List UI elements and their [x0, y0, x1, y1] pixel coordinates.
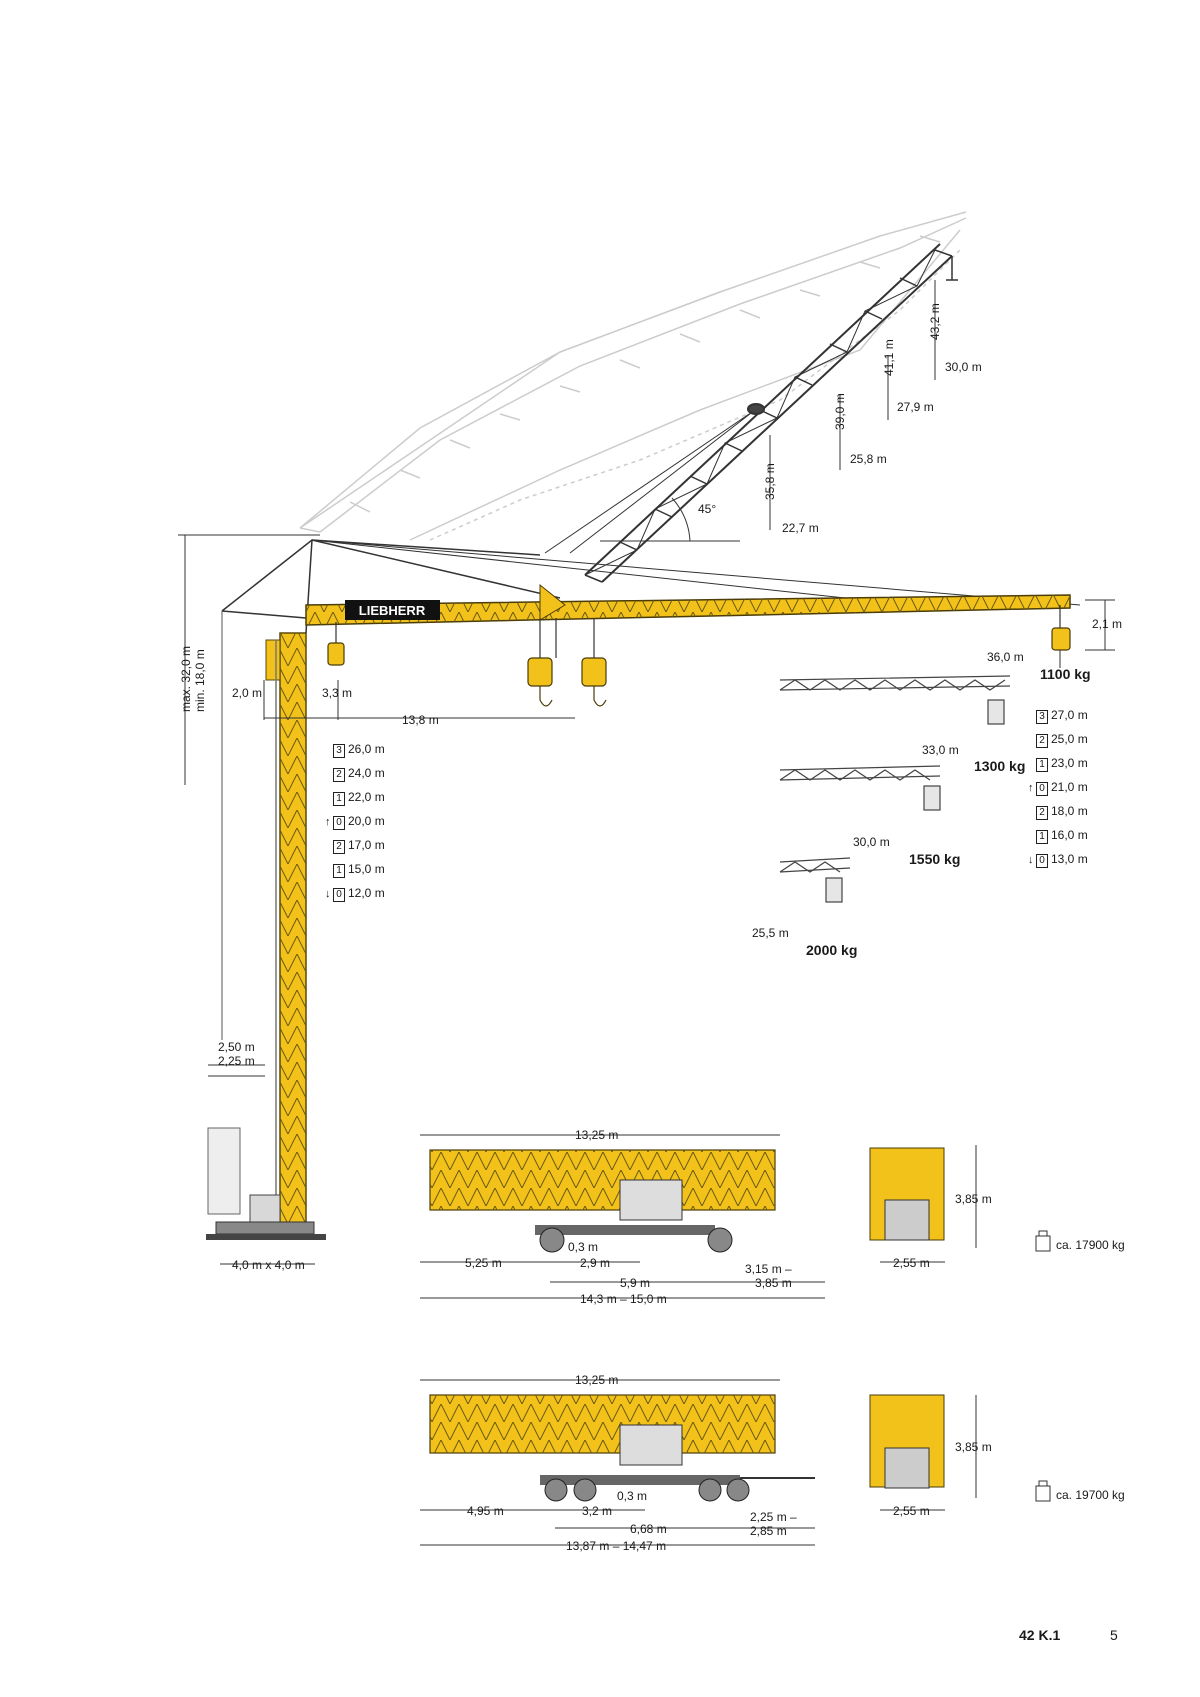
- t1-height: 3,85 m: [955, 1192, 992, 1206]
- t2-axle: 3,2 m: [582, 1504, 613, 1518]
- jib-radius-1: 36,0 m: [987, 650, 1024, 664]
- transport-dims-1: [420, 1134, 977, 1299]
- page-number: 5: [1110, 1627, 1118, 1643]
- angle-label: 45°: [698, 502, 717, 516]
- t2-total: 13,87 m – 14,47 m: [566, 1539, 667, 1553]
- jib-radius-3: 30,0 m: [853, 835, 890, 849]
- brand-plate: [345, 600, 440, 620]
- t2-wheelbase: 6,68 m: [630, 1522, 667, 1536]
- t1-axle: 2,9 m: [580, 1256, 611, 1270]
- jib-radius-4: 25,5 m: [752, 926, 789, 940]
- transport-dims-2: [420, 1379, 977, 1546]
- t1-weight: ca. 17900 kg: [1056, 1238, 1125, 1252]
- jib-load-2: 1300 kg: [974, 758, 1026, 774]
- base-size-label: 4,0 m x 4,0 m: [232, 1258, 305, 1272]
- height-min-label: min. 18,0 m: [193, 649, 207, 712]
- counter-jib: [221, 539, 1081, 1040]
- mid-hook-label: 13,8 m: [402, 713, 439, 727]
- dimension-lines: [178, 280, 1115, 1265]
- t1-wheelbase: 5,9 m: [620, 1276, 651, 1290]
- t2-offset: 0,3 m: [617, 1489, 648, 1503]
- crane-base: [206, 1127, 326, 1240]
- weight-icon: [1035, 1230, 1051, 1502]
- model-name: 42 K.1: [1019, 1627, 1061, 1643]
- t2-length: 13,25 m: [575, 1373, 619, 1387]
- t1-total: 14,3 m – 15,0 m: [580, 1292, 667, 1306]
- jib-load-1: 1100 kg: [1040, 666, 1091, 682]
- t1-offset: 0,3 m: [568, 1240, 599, 1254]
- counter-jib-label: 2,0 m: [232, 686, 263, 700]
- luff-height-2: 39,0 m: [833, 393, 847, 430]
- luffed-jib-45: [544, 243, 958, 583]
- luff-radius-2: 25,8 m: [850, 452, 887, 466]
- height-max-label: max. 32,0 m: [179, 645, 193, 712]
- t1-length: 13,25 m: [575, 1128, 619, 1142]
- t1-drawbar: 3,15 m – 3,85 m: [745, 1262, 792, 1290]
- luff-radius-1: 22,7 m: [782, 521, 819, 535]
- t2-weight: ca. 19700 kg: [1056, 1488, 1125, 1502]
- transport-vehicle-1: [429, 1147, 945, 1253]
- base-250-label: 2,50 m: [218, 1040, 255, 1054]
- brand-text: LIEBHERR: [359, 603, 426, 618]
- jib-configs: [779, 675, 1011, 903]
- ghost-jib: [299, 211, 967, 541]
- t2-rear: 4,95 m: [467, 1504, 504, 1518]
- luff-height-4: 43,2 m: [928, 303, 942, 340]
- base-225-label: 2,25 m: [218, 1054, 255, 1068]
- t1-width: 2,55 m: [893, 1256, 930, 1270]
- tower: [265, 632, 307, 1230]
- near-hook-label: 3,3 m: [322, 686, 353, 700]
- jib-load-4: 2000 kg: [806, 942, 858, 958]
- luff-radius-4: 30,0 m: [945, 360, 982, 374]
- luff-height-3: 41,1 m: [882, 339, 896, 376]
- hooks: [327, 605, 1071, 707]
- t2-height: 3,85 m: [955, 1440, 992, 1454]
- tip-offset-label: 2,1 m: [1092, 617, 1123, 631]
- jib-load-3: 1550 kg: [909, 851, 961, 867]
- t2-drawbar: 2,25 m – 2,85 m: [750, 1510, 797, 1538]
- luff-radius-3: 27,9 m: [897, 400, 934, 414]
- luff-height-1: 35,8 m: [763, 463, 777, 500]
- jib-radius-2: 33,0 m: [922, 743, 959, 757]
- t1-rear: 5,25 m: [465, 1256, 502, 1270]
- transport-vehicle-2: [429, 1394, 945, 1502]
- main-jib: LIEBHERR: [305, 583, 1071, 626]
- angle-arc: [671, 497, 691, 542]
- t2-width: 2,55 m: [893, 1504, 930, 1518]
